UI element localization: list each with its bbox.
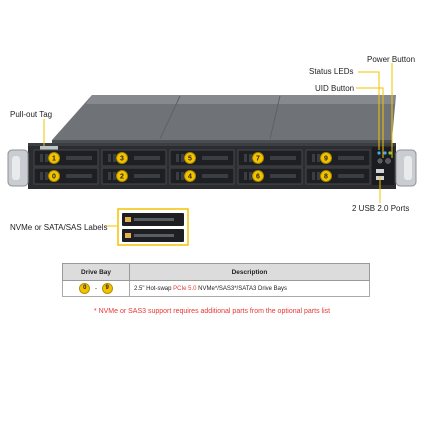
- power-button-label: Power Button: [367, 55, 416, 64]
- status-led: [383, 151, 387, 155]
- table-row: 0 - 9 2.5" Hot-swap PCIe 5.0 NVMe*/SAS3*…: [62, 280, 370, 297]
- uid-button-label: UID Button: [315, 84, 355, 93]
- description-cell: 2.5" Hot-swap PCIe 5.0 NVMe*/SAS3*/SATA3…: [129, 280, 370, 297]
- drive-bay-6[interactable]: 6: [237, 167, 303, 185]
- bay-number-badge: [252, 170, 264, 182]
- bay-number-text: 7: [256, 156, 260, 163]
- bay-to-badge: 9: [101, 283, 113, 294]
- drive-bay-cell: 0 - 9: [62, 280, 130, 297]
- callout-leader-lines: [43, 63, 393, 227]
- drive-bay-8[interactable]: 8: [305, 167, 371, 185]
- header-drive-bay: Drive Bay: [62, 263, 130, 281]
- drive-bay-9[interactable]: 9: [305, 149, 371, 167]
- drive-bay-1[interactable]: 1: [33, 149, 99, 167]
- usb-port[interactable]: [376, 169, 384, 173]
- bay-number-badge: [320, 170, 332, 182]
- bay-from-badge: 0: [79, 283, 91, 294]
- bay-number-badge: [116, 152, 128, 164]
- drive-bay-table: Drive Bay Description 0 - 9 2.5" Hot-swa…: [62, 263, 370, 297]
- bay-number-text: 9: [324, 156, 328, 163]
- bay-number-text: 1: [52, 156, 56, 163]
- drive-bay-4[interactable]: 4: [169, 167, 235, 185]
- desc-highlight: PCIe 5.0: [173, 285, 197, 292]
- bay-separator: -: [95, 286, 97, 293]
- pull-out-tag-label: Pull-out Tag: [10, 110, 53, 119]
- bay-number-badge: [48, 152, 60, 164]
- control-panel: [372, 147, 394, 185]
- chassis-top-lid: [52, 95, 396, 140]
- status-leds-label: Status LEDs: [309, 67, 354, 76]
- bay-number-text: 2: [120, 174, 124, 181]
- drive-bay-0[interactable]: 0: [33, 167, 99, 185]
- power-button[interactable]: [385, 158, 391, 164]
- desc-prefix: 2.5" Hot-swap: [134, 285, 174, 292]
- drive-bay-5[interactable]: 5: [169, 149, 235, 167]
- bay-number-text: 0: [52, 174, 56, 181]
- bay-number-badge: [320, 152, 332, 164]
- bay-number-text: 3: [120, 156, 124, 163]
- pull-out-tag: [40, 146, 58, 151]
- usb-ports-label: 2 USB 2.0 Ports: [352, 204, 410, 213]
- status-led: [377, 151, 381, 155]
- drive-bay-7[interactable]: 7: [237, 149, 303, 167]
- footnote: * NVMe or SAS3 support requires addition…: [93, 308, 331, 315]
- desc-suffix: NVMe*/SAS3*/SATA3 Drive Bays: [196, 285, 287, 292]
- bay-number-badge: [116, 170, 128, 182]
- header-description: Description: [129, 263, 370, 281]
- labels-inset-frame: [117, 208, 189, 246]
- drive-bay-2[interactable]: 2: [101, 167, 167, 185]
- table-header-row: Drive Bay Description: [62, 263, 370, 281]
- bay-number-text: 8: [324, 174, 328, 181]
- bay-number-badge: [184, 170, 196, 182]
- uid-button[interactable]: [377, 158, 383, 164]
- bay-number-text: 5: [188, 156, 192, 163]
- status-led: [388, 151, 392, 155]
- drive-bay-3[interactable]: 3: [101, 149, 167, 167]
- bay-number-text: 4: [188, 174, 192, 181]
- nvme-labels-label: NVMe or SATA/SAS Labels: [10, 223, 108, 232]
- bay-number-badge: [48, 170, 60, 182]
- bay-number-badge: [184, 152, 196, 164]
- bay-number-text: 6: [256, 174, 260, 181]
- bay-number-badge: [252, 152, 264, 164]
